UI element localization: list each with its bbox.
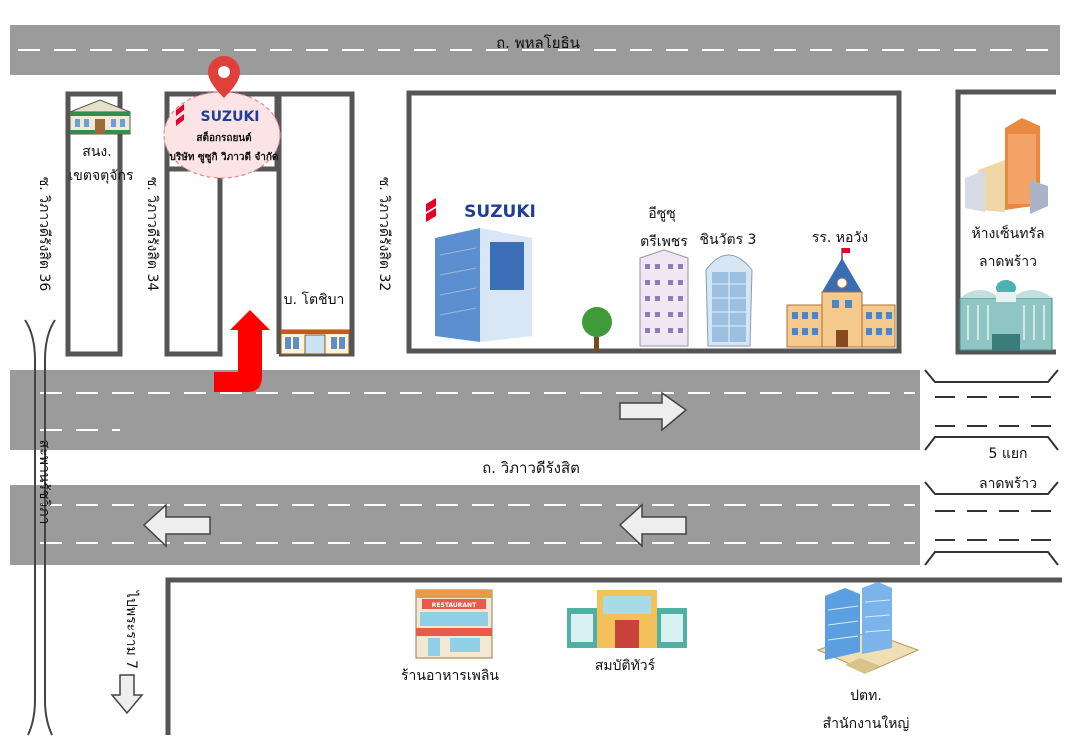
soi-36-label: ซ. วิภาวดีรังสิต 36 bbox=[36, 177, 52, 292]
central-label-2: ลาดพร้าว bbox=[979, 254, 1037, 270]
soi-32-label: ซ. วิภาวดีรังสิต 32 bbox=[376, 177, 392, 292]
sombat-tour-label: สมบัติทัวร์ bbox=[595, 657, 656, 674]
isuzu-label-2: ตรีเพชร bbox=[640, 234, 688, 250]
ptt-headquarters-icon bbox=[816, 582, 920, 674]
district-office-label-2: เขตจตุจักร bbox=[69, 168, 134, 184]
tree-icon bbox=[582, 307, 612, 351]
to-rama7-label: ไปพระราม 7 bbox=[123, 590, 140, 669]
dealer-suzuki-stock[interactable]: SUZUKI สต็อกรถยนต์ บริษัท ซูซูกิ วิภาวดี… bbox=[163, 56, 281, 179]
bridge-label: สะพานรัชวิภา bbox=[36, 440, 52, 525]
toshiba-label: บ. โตชิบา bbox=[284, 291, 345, 308]
road-phahon-yothin bbox=[10, 25, 1060, 75]
location-pin-icon bbox=[208, 56, 240, 98]
district-office-icon bbox=[69, 99, 131, 135]
intersection-label-2: ลาดพร้าว bbox=[979, 476, 1037, 492]
arrow-west-icon bbox=[618, 503, 687, 548]
suzuki-building: SUZUKI bbox=[426, 198, 536, 342]
traffic-arrows bbox=[110, 391, 688, 715]
school-label: รร. หอวัง bbox=[812, 230, 868, 246]
dealer-line2: บริษัท ซูซูกิ วิภาวดี จำกัด bbox=[170, 151, 279, 164]
suzuki-logo-icon-2 bbox=[426, 198, 436, 222]
arrow-west-icon-2 bbox=[142, 503, 211, 548]
school-building-icon bbox=[786, 248, 896, 348]
toshiba-building-icon bbox=[280, 329, 350, 355]
intersection-label-1: 5 แยก bbox=[988, 446, 1027, 462]
central-tower-icon bbox=[965, 118, 1048, 214]
shinawatra-building-icon bbox=[705, 254, 753, 347]
bridge-ratchawipha bbox=[24, 319, 56, 736]
road-phahon-yothin-label: ถ. พหลโยธิน bbox=[496, 34, 580, 52]
route-arrow-turn bbox=[214, 310, 270, 392]
isuzu-label-1: อีซูซุ bbox=[648, 206, 675, 222]
arrow-east-icon bbox=[619, 391, 688, 432]
soi-34-label: ซ. วิภาวดีรังสิต 34 bbox=[144, 177, 160, 292]
sombat-tour-icon bbox=[567, 590, 687, 648]
dealer-brand: SUZUKI bbox=[200, 109, 259, 125]
intersection-markings bbox=[924, 369, 1059, 566]
ptt-label-2: สำนักงานใหญ่ bbox=[823, 715, 910, 732]
central-label-1: ห้างเซ็นทรัล bbox=[971, 224, 1044, 242]
dealer-line1: สต็อกรถยนต์ bbox=[196, 130, 251, 144]
road-vibhavadi-upper bbox=[10, 370, 920, 450]
suzuki-building-label: SUZUKI bbox=[464, 202, 536, 222]
ptt-label-1: ปตท. bbox=[850, 688, 882, 704]
central-mall-icon bbox=[959, 280, 1053, 351]
road-vibhavadi-label: ถ. วิภาวดีรังสิต bbox=[482, 459, 580, 477]
restaurant-sign: RESTAURANT bbox=[432, 602, 477, 609]
block-south-outline bbox=[165, 577, 1062, 735]
isuzu-building-icon bbox=[639, 249, 689, 347]
district-office-label-1: สนง. bbox=[82, 144, 111, 160]
restaurant-icon: RESTAURANT bbox=[415, 589, 493, 659]
restaurant-label: ร้านอาหารเพลิน bbox=[401, 668, 499, 684]
suzuki-logo-icon bbox=[176, 104, 184, 126]
arrow-south-icon bbox=[110, 674, 144, 715]
shinawatra-label: ชินวัตร 3 bbox=[700, 232, 757, 248]
